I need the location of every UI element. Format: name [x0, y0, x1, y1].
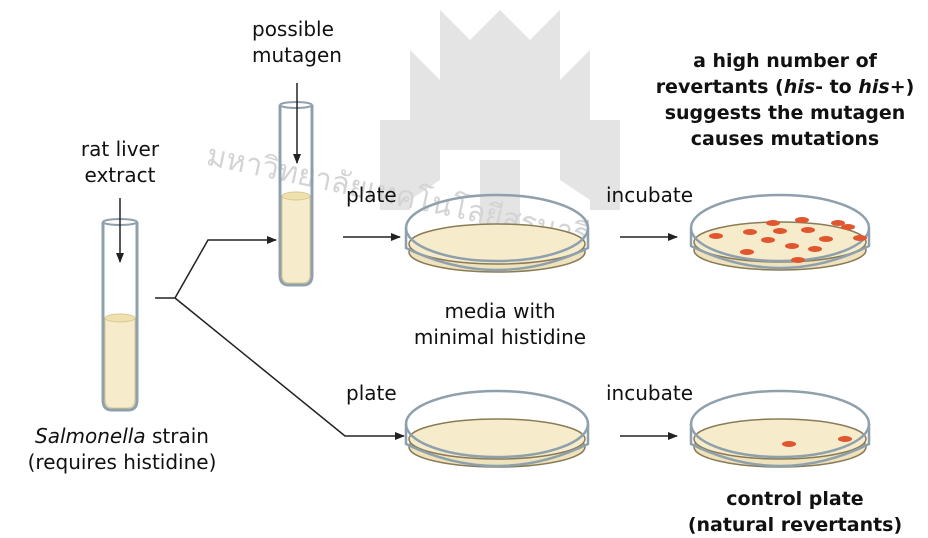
control-plate: [691, 391, 869, 467]
branch-bottom-arrow: [175, 298, 404, 436]
colony: [709, 233, 723, 239]
branch-top-arrow: [155, 240, 276, 298]
colony: [791, 257, 805, 263]
strain-label: Salmonella strain (requires histidine): [8, 423, 236, 475]
colony: [853, 235, 867, 241]
colony: [795, 217, 809, 223]
colony: [808, 246, 822, 252]
colony: [740, 249, 754, 255]
rat-liver-extract-label: rat liver extract: [70, 136, 170, 188]
incubate-label-bottom: incubate: [606, 380, 693, 406]
media-label: media with minimal histidine: [400, 298, 600, 350]
control-plate-label: control plate (natural revertants): [680, 486, 910, 538]
colony: [773, 228, 787, 234]
colony: [841, 224, 855, 230]
colony: [766, 220, 780, 226]
plate-label-top: plate: [346, 182, 397, 208]
media-plate-bottom: [406, 391, 588, 467]
possible-mutagen-label: possible mutagen: [252, 16, 342, 68]
colony: [838, 436, 852, 442]
incubate-label-top: incubate: [606, 182, 693, 208]
salmonella-italic: Salmonella: [35, 424, 146, 448]
mutagen-test-tube: [280, 102, 312, 285]
colony: [782, 441, 796, 447]
plate-label-bottom: plate: [346, 380, 397, 406]
colony: [743, 229, 757, 235]
colony: [801, 227, 815, 233]
colony: [761, 237, 775, 243]
colony: [819, 236, 833, 242]
colony: [785, 243, 799, 249]
result-top-label: a high number of revertants (his- to his…: [650, 48, 920, 152]
media-plate-top: [406, 195, 588, 272]
